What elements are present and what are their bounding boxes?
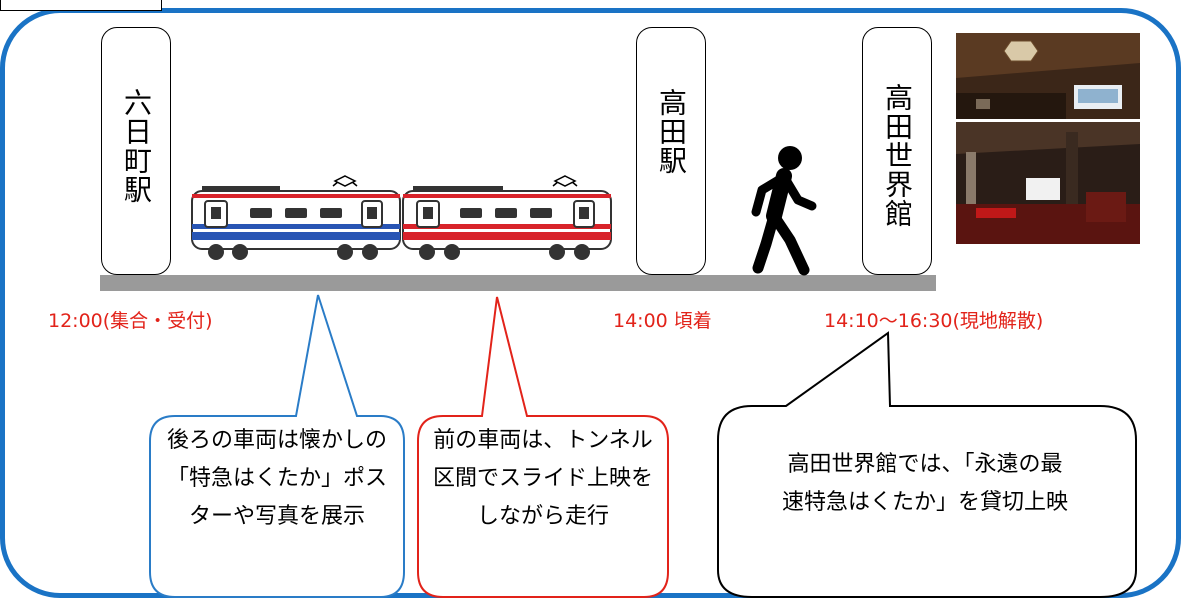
time-event: 14:10〜16:30(現地解散): [824, 310, 1044, 332]
rail-track: [100, 275, 936, 291]
corner-label-box: [0, 0, 162, 11]
station-sekaikan: 高田世界館: [862, 27, 932, 275]
front-car-callout-text: 前の車両は、トンネル区間でスライド上映をしながら走行: [432, 428, 653, 529]
rear-car-callout: [149, 294, 405, 598]
rear-car-callout-text: 後ろの車両は懐かしの「特急はくたか」ポスターや写真を展示: [166, 428, 387, 529]
front-car: [402, 175, 612, 260]
time-depart: 12:00(集合・受付): [48, 310, 213, 332]
time-arrive: 14:00 頃着: [613, 310, 712, 332]
theater-callout: [717, 331, 1137, 598]
train-icon: [191, 175, 612, 260]
station-takada: 高田駅: [636, 27, 706, 275]
station-sekaikan-label: 高田世界館: [881, 83, 914, 228]
theater-photo-bottom: [956, 122, 1140, 244]
theater-callout-text: 高田世界館では、「永遠の最速特急はくたか」を貸切上映: [781, 452, 1068, 515]
station-muikamachi: 六日町駅: [101, 27, 171, 275]
theater-photo-top: [956, 33, 1140, 119]
station-muikamachi-label: 六日町駅: [120, 88, 153, 204]
front-car-callout: [417, 296, 669, 598]
station-takada-label: 高田駅: [655, 88, 688, 175]
rear-car: [191, 175, 401, 260]
walking-person-icon: [751, 146, 817, 276]
